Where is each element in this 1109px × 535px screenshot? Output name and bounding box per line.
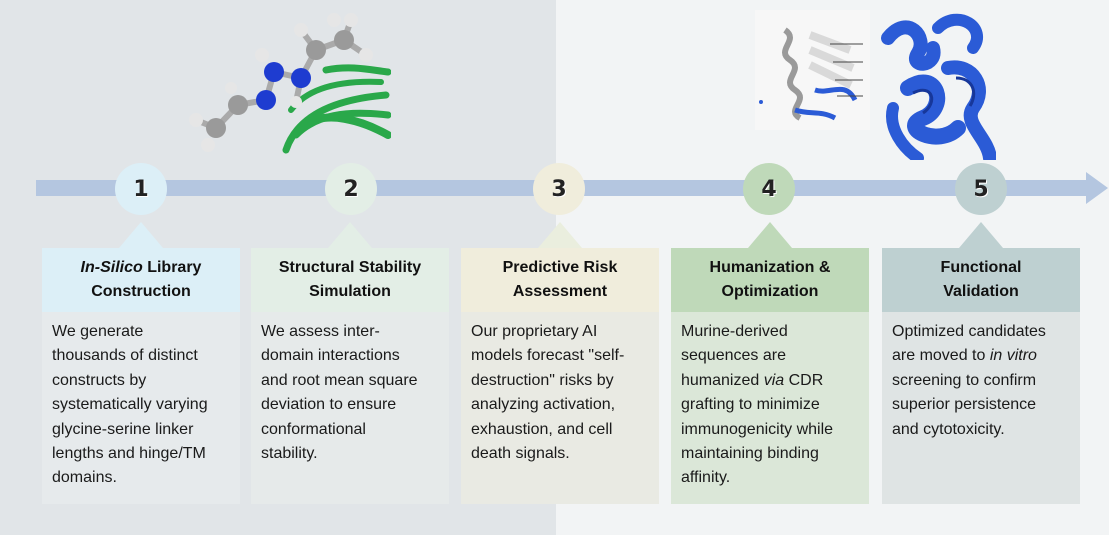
description-line: thousands of distinct bbox=[52, 347, 198, 365]
step-5-card: Functional Validation Optimized candidat… bbox=[882, 222, 1080, 504]
step-2-card: Structural Stability Simulation We asses… bbox=[251, 222, 449, 504]
description-line: affinity. bbox=[681, 469, 731, 487]
title-text: Functional bbox=[940, 259, 1022, 276]
description-text: are moved to bbox=[892, 347, 990, 365]
molecule-structure-image bbox=[189, 13, 391, 154]
title-text: Construction bbox=[91, 283, 191, 300]
description-line: domains. bbox=[52, 469, 117, 487]
card-pointer bbox=[119, 222, 163, 248]
title-text: Structural Stability bbox=[278, 259, 422, 276]
description-line: humanized via CDR bbox=[681, 369, 859, 393]
step-1-title: In-Silico Library Construction bbox=[42, 248, 240, 312]
step-2-title: Structural Stability Simulation bbox=[251, 248, 449, 312]
step-3-title: Predictive Risk Assessment bbox=[461, 248, 659, 312]
card-pointer bbox=[748, 222, 792, 248]
description-line: deviation to ensure bbox=[261, 396, 397, 414]
description-line: immunogenicity while bbox=[681, 420, 834, 438]
title-text: Predictive Risk bbox=[502, 259, 618, 276]
description-line: constructs by bbox=[52, 371, 147, 389]
step-4-circle: 4 bbox=[743, 163, 795, 215]
description-line: analyzing activation, bbox=[471, 396, 616, 414]
step-3-description: Our proprietary AI models forecast "self… bbox=[461, 312, 659, 504]
description-line: and cytotoxicity. bbox=[892, 420, 1005, 438]
step-4-description: Murine-derived sequences are humanized v… bbox=[671, 312, 869, 504]
description-line: grafting to minimize bbox=[681, 396, 820, 414]
title-text: Validation bbox=[943, 283, 1019, 300]
step-1-description: We generate thousands of distinct constr… bbox=[42, 312, 240, 504]
description-line: models forecast "self- bbox=[471, 347, 625, 365]
description-text: CDR bbox=[784, 371, 824, 389]
description-line: lengths and hinge/TM bbox=[52, 445, 206, 463]
description-line: domain interactions bbox=[261, 347, 400, 365]
step-3-circle: 3 bbox=[533, 163, 585, 215]
step-5-title: Functional Validation bbox=[882, 248, 1080, 312]
description-line: superior persistence bbox=[892, 396, 1037, 414]
description-line: are moved to in vitro bbox=[892, 344, 1070, 368]
description-line: We assess inter- bbox=[261, 323, 380, 340]
description-line: conformational bbox=[261, 420, 366, 438]
description-line: stability. bbox=[261, 445, 318, 463]
blue-protein-helix-image bbox=[881, 13, 996, 160]
description-line: destruction" risks by bbox=[471, 371, 614, 389]
step-2-circle: 2 bbox=[325, 163, 377, 215]
description-line: systematically varying bbox=[52, 396, 208, 414]
step-4-card: Humanization & Optimization Murine-deriv… bbox=[671, 222, 869, 504]
description-line: Our proprietary AI bbox=[471, 323, 598, 340]
description-italic-text: in vitro bbox=[989, 347, 1037, 365]
step-5-circle: 5 bbox=[955, 163, 1007, 215]
description-italic-text: via bbox=[763, 371, 785, 389]
description-line: We generate bbox=[52, 323, 144, 340]
title-text: Optimization bbox=[721, 283, 819, 300]
description-line: sequences are bbox=[681, 347, 786, 365]
description-line: death signals. bbox=[471, 445, 570, 463]
title-text: Simulation bbox=[309, 283, 391, 300]
step-1-card: In-Silico Library Construction We genera… bbox=[42, 222, 240, 504]
title-text: Humanization & bbox=[709, 259, 831, 276]
step-4-title: Humanization & Optimization bbox=[671, 248, 869, 312]
description-line: Optimized candidates bbox=[892, 323, 1046, 340]
card-pointer bbox=[538, 222, 582, 248]
card-pointer bbox=[959, 222, 1003, 248]
description-line: screening to confirm bbox=[892, 371, 1037, 389]
step-5-description: Optimized candidates are moved to in vit… bbox=[882, 312, 1080, 504]
description-line: glycine-serine linker bbox=[52, 420, 194, 438]
description-line: exhaustion, and cell bbox=[471, 420, 613, 438]
description-line: maintaining binding bbox=[681, 445, 819, 463]
protein-ribbon-image bbox=[755, 10, 870, 130]
description-text: humanized bbox=[681, 371, 764, 389]
title-text: Assessment bbox=[512, 283, 608, 300]
description-line: and root mean square bbox=[261, 371, 418, 389]
title-italic-text: In-Silico bbox=[80, 259, 143, 276]
title-text: Library bbox=[142, 259, 202, 276]
step-1-circle: 1 bbox=[115, 163, 167, 215]
step-2-description: We assess inter- domain interactions and… bbox=[251, 312, 449, 504]
card-pointer bbox=[328, 222, 372, 248]
description-line: Murine-derived bbox=[681, 323, 788, 340]
step-3-card: Predictive Risk Assessment Our proprieta… bbox=[461, 222, 659, 504]
